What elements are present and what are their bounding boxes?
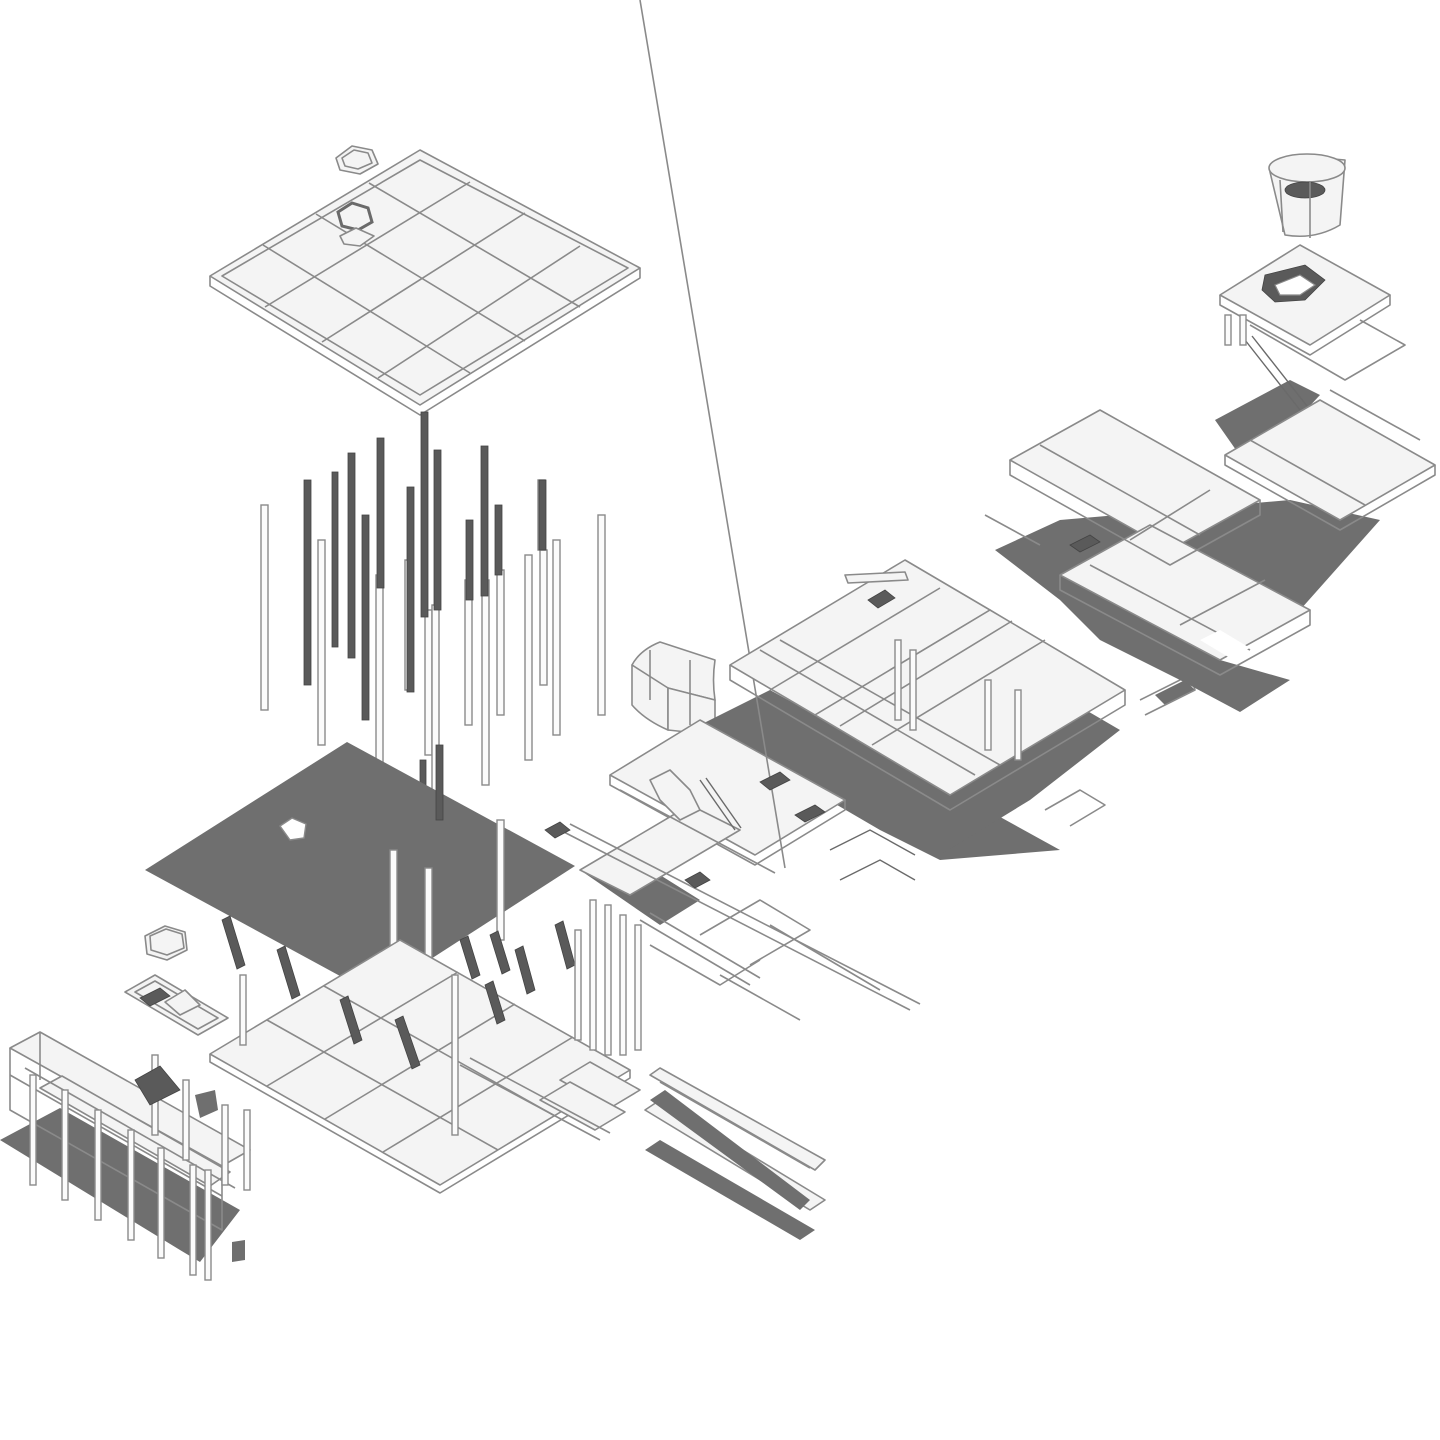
small-tower-cap xyxy=(124,925,229,1036)
top-drum xyxy=(1268,153,1346,238)
dark-floor-slab xyxy=(145,742,575,995)
small-tower-cap xyxy=(335,145,379,175)
upper-floor-frame xyxy=(729,559,1196,855)
right-wing-frame xyxy=(984,244,1436,712)
roof-skylight-ring xyxy=(336,201,375,247)
left-wing-frame xyxy=(0,1031,251,1281)
roof-grid-frame xyxy=(209,149,641,416)
central-floor-frame xyxy=(544,0,1060,1021)
ground-floor-frame xyxy=(209,899,642,1194)
tall-columns xyxy=(260,411,606,841)
ramp-elements xyxy=(644,1067,826,1240)
